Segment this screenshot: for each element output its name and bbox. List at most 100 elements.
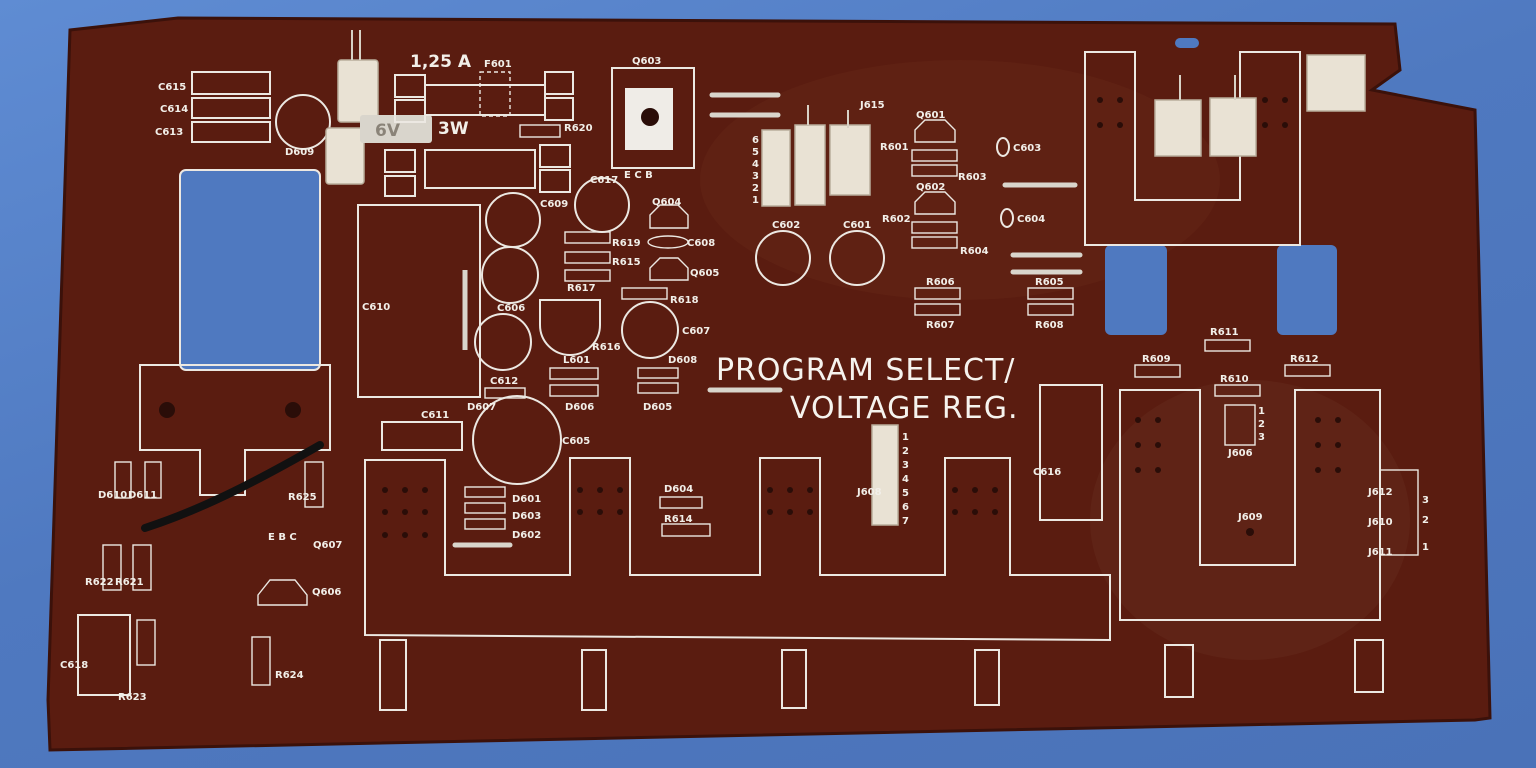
label-r602: R602: [882, 214, 911, 225]
label-c613: C613: [155, 127, 183, 138]
svg-text:1: 1: [752, 195, 759, 206]
label-r620: R620: [564, 123, 593, 134]
label-q604: Q604: [652, 197, 681, 208]
svg-text:4: 4: [902, 474, 909, 485]
label-f601: F601: [484, 59, 512, 70]
label-q603: Q603: [632, 56, 661, 67]
diode-outline-d609: [275, 94, 331, 150]
capacitor-bank-c613-c615: [191, 71, 271, 143]
label-r608: R608: [1035, 320, 1064, 331]
label-r622: R622: [85, 577, 114, 588]
capacitor-outline-r616: [539, 299, 601, 356]
heatsink-outline-right: [1119, 389, 1381, 621]
capacitor-outline-c616: [1039, 384, 1103, 521]
label-c603: C603: [1013, 143, 1041, 154]
svg-text:1: 1: [1422, 542, 1429, 553]
label-r623: R623: [118, 692, 147, 703]
label-r618: R618: [670, 295, 699, 306]
label-c611: C611: [421, 410, 449, 421]
label-r624: R624: [275, 670, 304, 681]
svg-text:1: 1: [1258, 406, 1265, 417]
label-d604: D604: [664, 484, 693, 495]
capacitor-outline-c610: [357, 204, 481, 398]
label-c601: C601: [843, 220, 871, 231]
label-j606: J606: [1227, 448, 1253, 459]
svg-text:3: 3: [902, 460, 909, 471]
label-d607: D607: [467, 402, 496, 413]
board-cutout-right-1: [1105, 245, 1167, 335]
label-r605: R605: [1035, 277, 1064, 288]
heatsink-outline-bottom: [364, 457, 1111, 642]
label-d608: D608: [668, 355, 697, 366]
svg-text:2: 2: [752, 183, 759, 194]
svg-text:3: 3: [1258, 432, 1265, 443]
svg-text:2: 2: [1422, 515, 1429, 526]
board-glare: [700, 60, 1220, 300]
pin-numbers-j608: 1 2 3 4 5 6 7: [902, 432, 909, 527]
label-r604: R604: [960, 246, 989, 257]
capacitor-outline-c607: [621, 301, 679, 359]
board-cutout-left: [179, 169, 321, 371]
label-r614: R614: [664, 514, 693, 525]
circuit-board: [46, 16, 1492, 752]
black-wire: [141, 441, 324, 532]
label-c609: C609: [540, 199, 568, 210]
label-d605: D605: [643, 402, 672, 413]
svg-text:3: 3: [1422, 495, 1429, 506]
fuse-rating-label: 1,25 A: [410, 52, 472, 72]
label-c606: C606: [497, 303, 525, 314]
label-d611: D611: [128, 490, 157, 501]
label-r607: R607: [926, 320, 955, 331]
label-r617: R617: [567, 283, 596, 294]
connector-outline-j610-j612: [1379, 469, 1419, 556]
label-q607: Q607: [313, 540, 342, 551]
label-ecb: E C B: [624, 170, 653, 181]
capacitor-outline-c605: [472, 395, 562, 485]
svg-text:5: 5: [752, 147, 759, 158]
label-d601: D601: [512, 494, 541, 505]
label-r621: R621: [115, 577, 144, 588]
board-title-line2: VOLTAGE REG.: [790, 391, 1019, 426]
label-d610: D610: [98, 490, 127, 501]
label-d609: D609: [285, 147, 314, 158]
capacitor-outline-c602: [755, 230, 811, 286]
label-e-b-c: E B C: [268, 532, 297, 543]
label-c617: C617: [590, 175, 618, 186]
label-j608: J608: [856, 487, 882, 498]
label-d606: D606: [565, 402, 594, 413]
connector-j608: [871, 424, 899, 526]
label-l601: L601: [563, 355, 590, 366]
capacitor-outline-c618: [77, 614, 131, 696]
sticker-6v-label: 6V: [375, 121, 401, 141]
label-c614: C614: [160, 104, 188, 115]
connector-j615: [761, 105, 871, 207]
label-c612: C612: [490, 376, 518, 387]
drill-holes: [382, 97, 1341, 538]
label-r611: R611: [1210, 327, 1239, 338]
label-c608: C608: [687, 238, 715, 249]
label-j615: J615: [859, 100, 885, 111]
label-j611: J611: [1367, 547, 1393, 558]
board-wear: [1090, 380, 1410, 660]
capacitor-outline-c611: [381, 421, 463, 451]
svg-text:3: 3: [752, 171, 759, 182]
pin-numbers-j615: 6 5 4 3 2 1: [752, 135, 759, 206]
label-c607: C607: [682, 326, 710, 337]
label-c604: C604: [1017, 214, 1045, 225]
label-r619: R619: [612, 238, 641, 249]
connectors-top-right: [1154, 54, 1366, 157]
capacitor-outline-c606: [481, 246, 539, 304]
label-r606: R606: [926, 277, 955, 288]
label-r609: R609: [1142, 354, 1171, 365]
label-r615: R615: [612, 257, 641, 268]
label-c616: C616: [1033, 467, 1061, 478]
label-q606: Q606: [312, 587, 341, 598]
label-r612: R612: [1290, 354, 1319, 365]
label-r616: R616: [592, 342, 621, 353]
board-cutout-right-2: [1277, 245, 1337, 335]
svg-text:6: 6: [752, 135, 759, 146]
label-d602: D602: [512, 530, 541, 541]
label-r601: R601: [880, 142, 909, 153]
label-c602: C602: [772, 220, 800, 231]
transistor-outline-q603: [611, 67, 695, 169]
